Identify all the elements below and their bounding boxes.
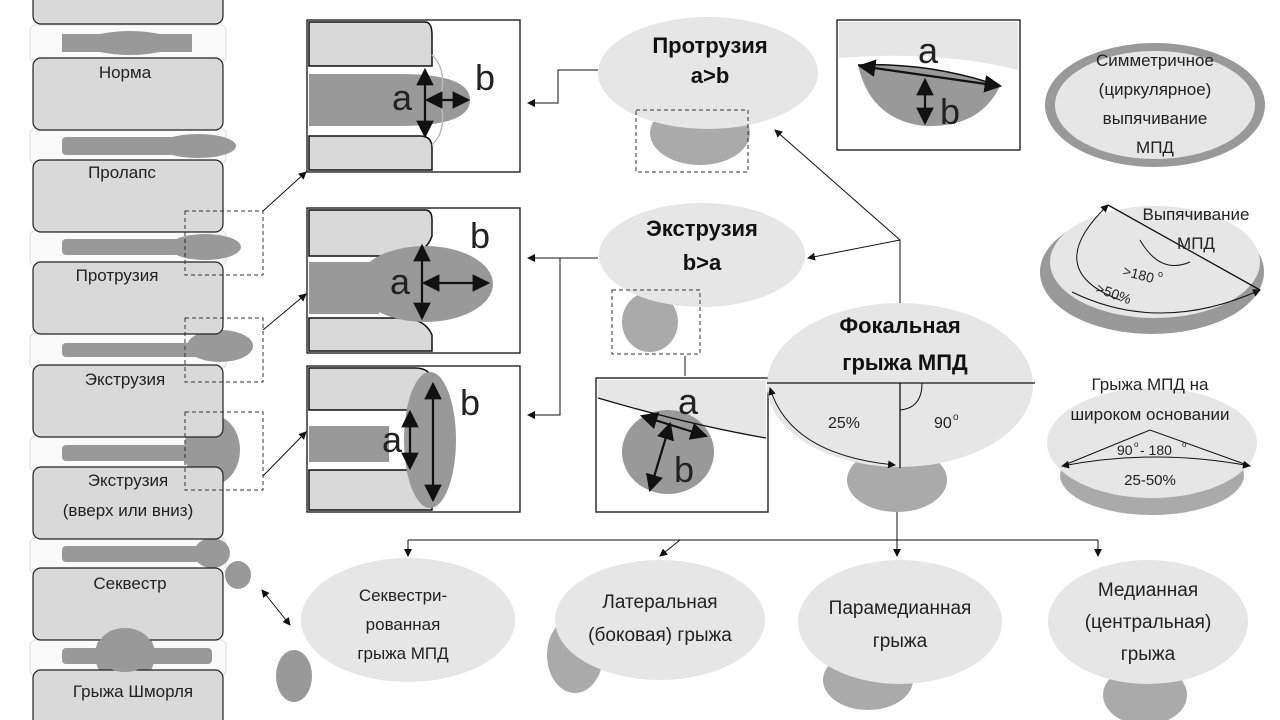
spine-column: Норма Пролапс Протрузия Экструзия Экстру… — [29, 0, 264, 720]
sym-bulge-3: выпячивание — [1103, 109, 1208, 128]
detail-extrusion-box: a b — [306, 207, 521, 354]
type-lateral: Латеральная (боковая) грыжа — [547, 560, 765, 693]
type-lat-2: (боковая) грыжа — [588, 625, 732, 646]
protrusion-definition: Протрузия a>b — [598, 17, 818, 173]
bulge-angle-sup: o — [1158, 269, 1163, 279]
broad-angle-sup-b: o — [1182, 440, 1187, 449]
sym-bulge-2: (циркулярное) — [1099, 80, 1212, 99]
broad-angle-sup-a: o — [1134, 440, 1139, 449]
dim-b-4: b — [940, 91, 960, 132]
type-median: Медианная (центральная) грыжа — [1048, 560, 1248, 720]
bulge-title-2: МПД — [1177, 234, 1215, 253]
sym-bulge-1: Симметричное — [1096, 51, 1214, 70]
protrusion-formula: a>b — [691, 63, 730, 88]
focal-hernia: Фокальная грыжа МПД 25% 90 o — [767, 303, 1035, 512]
broad-title-1: Грыжа МПД на — [1092, 375, 1209, 394]
type-seq-1: Секвестри- — [359, 586, 447, 605]
detail-protrusion-closeup: a b — [836, 19, 1021, 151]
dim-a-1: a — [392, 77, 413, 118]
detail-protrusion-box: a b — [306, 19, 521, 173]
sym-bulge-4: МПД — [1136, 138, 1174, 157]
focal-angle: 90 — [934, 415, 952, 432]
type-para-2: грыжа — [873, 631, 928, 652]
bulge-over-180: Выпячивание МПД >180 o >50% — [1040, 204, 1264, 334]
broad-angle-a: 90 — [1117, 442, 1133, 458]
label-extrusion: Экструзия — [85, 370, 165, 389]
broad-based-hernia: Грыжа МПД на широком основании 90 o - 18… — [1047, 375, 1257, 515]
dim-a-5: a — [678, 381, 699, 422]
label-extrusion-updown-2: (вверх или вниз) — [63, 501, 193, 520]
focal-title-2: грыжа МПД — [842, 350, 968, 375]
focal-pct: 25% — [828, 415, 860, 432]
extrusion-definition: Экструзия b>a — [599, 203, 805, 355]
protrusion-title: Протрузия — [652, 33, 767, 58]
type-med-2: (центральная) — [1085, 612, 1212, 633]
type-para-1: Парамедианная — [829, 598, 972, 619]
type-med-3: грыжа — [1121, 644, 1176, 665]
dim-b-1: b — [475, 57, 495, 98]
dim-b-5: b — [674, 449, 694, 490]
broad-title-2: широком основании — [1070, 405, 1229, 424]
type-sequestered: Секвестри- рованная грыжа МПД — [301, 558, 515, 682]
type-med-1: Медианная — [1098, 580, 1198, 601]
bulge-title-1: Выпячивание — [1143, 205, 1250, 224]
label-extrusion-updown-1: Экструзия — [88, 471, 168, 490]
type-paramedian: Парамедианная грыжа — [798, 560, 1002, 710]
label-protrusion: Протрузия — [76, 266, 159, 285]
dim-a-2: a — [390, 261, 411, 302]
type-seq-3: грыжа МПД — [357, 644, 449, 663]
label-schmorl: Грыжа Шморля — [73, 682, 193, 701]
label-sequester: Секвестр — [93, 574, 166, 593]
type-lat-1: Латеральная — [602, 592, 717, 613]
detail-extrusion-closeup: a b — [595, 377, 769, 513]
focal-angle-sup: o — [953, 412, 959, 423]
bulge-angle: >180 — [1121, 262, 1156, 286]
extrusion-formula: b>a — [683, 250, 722, 275]
dim-b-3: b — [460, 382, 480, 423]
dim-a-3: a — [382, 419, 403, 460]
focal-title-1: Фокальная — [839, 313, 960, 338]
extrusion-title: Экструзия — [646, 216, 758, 241]
label-norm: Норма — [99, 63, 152, 82]
symmetric-bulge: Симметричное (циркулярное) выпячивание М… — [1045, 43, 1265, 167]
broad-angle-b: - 180 — [1140, 442, 1172, 458]
label-prolapse: Пролапс — [88, 163, 156, 182]
detail-extrusion-vertical-box: a b — [306, 365, 521, 513]
dim-b-2: b — [470, 215, 490, 256]
broad-pct: 25-50% — [1124, 472, 1176, 489]
type-seq-2: рованная — [366, 615, 441, 634]
dim-a-4: a — [918, 30, 939, 71]
